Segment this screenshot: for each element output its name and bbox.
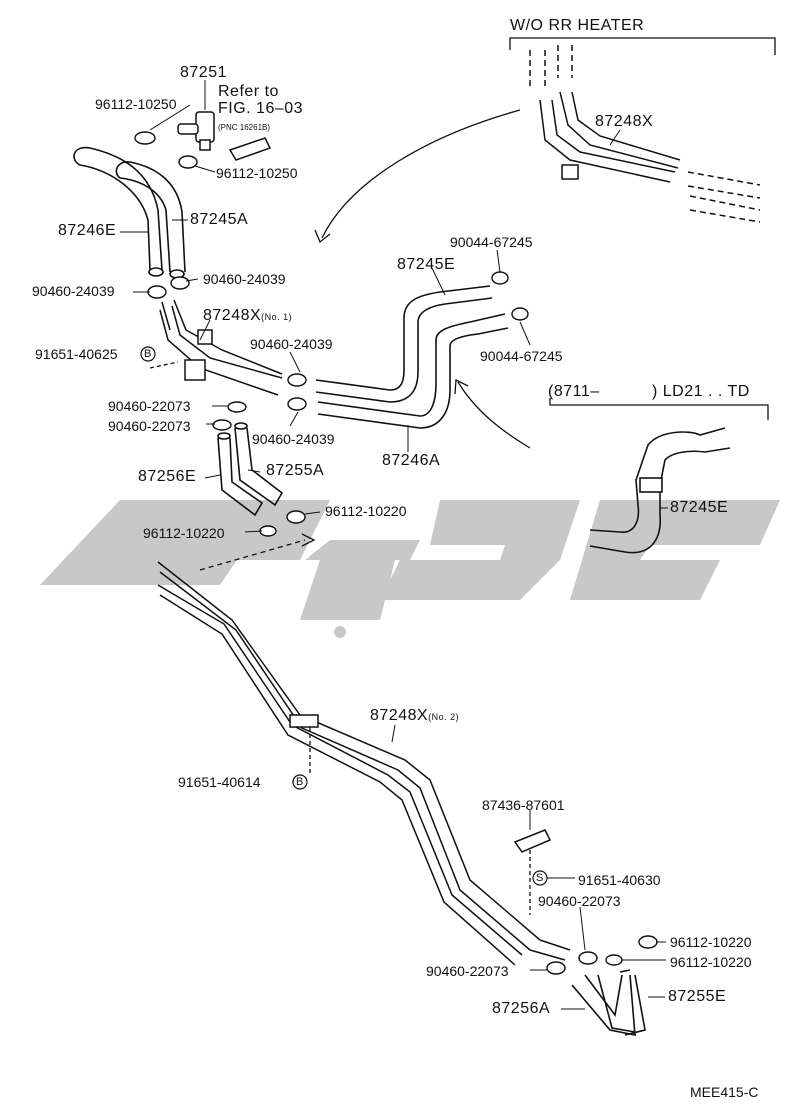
variant-label-left: (8711– xyxy=(548,383,600,400)
part-87255E: 87255E xyxy=(668,988,727,1005)
part-87256E: 87256E xyxy=(138,468,197,485)
part-96112-10250-a: 96112-10250 xyxy=(95,96,177,112)
circle-markers xyxy=(140,346,548,886)
part-87248X-no1: 87248X(No. 1) xyxy=(203,308,292,325)
part-90460-24039-b: 90460-24039 xyxy=(32,283,115,299)
hose-87246E xyxy=(73,146,164,277)
hose-87245E-right xyxy=(589,427,731,554)
wo-rr-heater-label: W/O RR HEATER xyxy=(510,17,645,34)
hose-87256A-87255E xyxy=(571,969,646,1036)
part-90460-24039-c: 90460-24039 xyxy=(250,336,333,352)
fig-reference: FIG. 16–03 xyxy=(218,100,304,117)
refer-to-text: Refer to xyxy=(218,83,279,100)
part-90460-24039-a: 90460-24039 xyxy=(203,271,286,287)
part-87248X-top: 87248X xyxy=(595,113,654,130)
variant-label-right: ) LD21 . . TD xyxy=(652,383,750,400)
part-87245A: 87245A xyxy=(190,211,249,228)
part-90044-67245-a: 90044-67245 xyxy=(450,234,533,250)
part-87245E-middle: 87245E xyxy=(397,256,456,273)
no2-suffix: (No. 2) xyxy=(428,712,460,722)
part-96112-10220-d: 96112-10220 xyxy=(670,954,752,970)
part-96112-10220-a: 96112-10220 xyxy=(325,503,407,519)
part-90460-24039-d: 90460-24039 xyxy=(252,431,335,447)
part-91651-40614: 91651-40614 xyxy=(178,774,261,790)
hose-87256E-87255A xyxy=(217,422,284,517)
part-87248X-no1-number: 87248X xyxy=(203,307,262,324)
marker-b-1: B xyxy=(144,348,152,360)
no1-suffix: (No. 1) xyxy=(261,312,293,322)
part-90044-67245-b: 90044-67245 xyxy=(480,348,563,364)
part-87255A: 87255A xyxy=(266,462,325,479)
part-96112-10250-b: 96112-10250 xyxy=(216,165,298,181)
part-87256A: 87256A xyxy=(492,1000,551,1017)
hose-87245E-middle xyxy=(315,285,509,429)
part-96112-10220-b: 96112-10220 xyxy=(143,525,225,541)
part-90460-22073-d: 90460-22073 xyxy=(426,963,509,979)
leader-lines xyxy=(120,80,668,1010)
part-90460-22073-a: 90460-22073 xyxy=(108,398,191,414)
pipe-87248X-no2 xyxy=(157,561,571,966)
part-87245E-right: 87245E xyxy=(670,499,729,516)
part-87246E: 87246E xyxy=(58,222,117,239)
part-87246A: 87246A xyxy=(382,452,441,469)
part-87251: 87251 xyxy=(180,64,227,81)
part-87248X-no2-number: 87248X xyxy=(370,707,429,724)
part-87248X-no2: 87248X(No. 2) xyxy=(370,708,459,725)
watermark-logo xyxy=(40,500,780,638)
marker-s: S xyxy=(536,872,544,884)
direction-arrows xyxy=(149,109,531,915)
part-96112-10220-c: 96112-10220 xyxy=(670,934,752,950)
marker-b-2: B xyxy=(296,776,304,788)
part-90460-22073-b: 90460-22073 xyxy=(108,418,191,434)
part-87436-87601: 87436-87601 xyxy=(482,797,565,813)
pipe-87248X-top xyxy=(529,45,761,223)
part-91651-40625: 91651-40625 xyxy=(35,346,118,362)
figure-code: MEE415-C xyxy=(690,1084,759,1100)
valve-87251 xyxy=(177,111,272,161)
pipe-87248X-no1 xyxy=(159,299,283,396)
pnc-reference: (PNC 16261B) xyxy=(218,123,271,132)
part-90460-22073-c: 90460-22073 xyxy=(538,893,621,909)
part-91651-40630: 91651-40630 xyxy=(578,872,661,888)
variant-bracket-top xyxy=(509,37,776,420)
